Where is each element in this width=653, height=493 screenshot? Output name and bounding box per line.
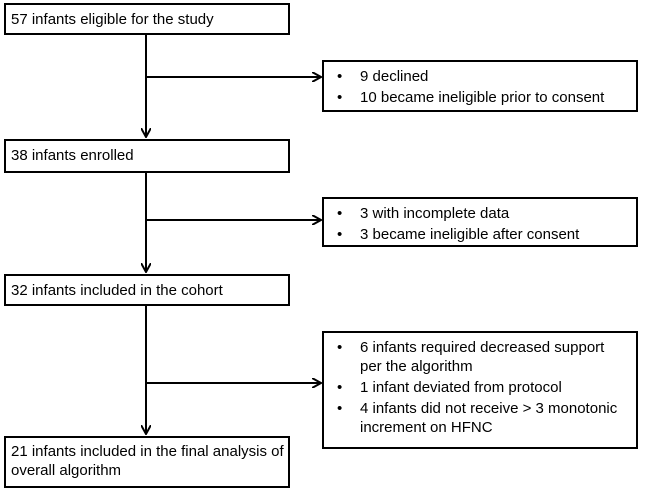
- exclusions-box-1: •9 declined •10 became ineligible prior …: [322, 60, 638, 112]
- exclusions-list-2: •3 with incomplete data •3 became inelig…: [324, 204, 630, 244]
- bullet: •: [337, 339, 343, 356]
- exclusions-box-2: •3 with incomplete data •3 became inelig…: [322, 197, 638, 247]
- final-box: 21 infants included in the final analysi…: [4, 436, 290, 488]
- list-item: •10 became ineligible prior to consent: [337, 89, 605, 106]
- cohort-box: 32 infants included in the cohort: [4, 274, 290, 306]
- bullet: •: [337, 400, 343, 417]
- bullet: •: [337, 68, 343, 85]
- bullet: •: [337, 89, 343, 106]
- eligible-text: 57 infants eligible for the study: [11, 11, 214, 28]
- list-item: •4 infants did not receive > 3 monotonic…: [337, 400, 618, 436]
- bullet: •: [337, 226, 343, 243]
- list-item: •3 became ineligible after consent: [337, 226, 580, 243]
- final-text: 21 infants included in the final analysi…: [11, 443, 284, 479]
- eligible-box: 57 infants eligible for the study: [4, 3, 290, 35]
- enrolled-box: 38 infants enrolled: [4, 139, 290, 173]
- exclusions-list-1: •9 declined •10 became ineligible prior …: [324, 67, 630, 107]
- enrolled-text: 38 infants enrolled: [11, 147, 134, 164]
- list-item: •6 infants required decreased support pe…: [337, 339, 605, 375]
- exclusions-list-3: •6 infants required decreased support pe…: [324, 338, 630, 437]
- bullet: •: [337, 205, 343, 222]
- list-item: •9 declined: [337, 68, 429, 85]
- exclusions-box-3: •6 infants required decreased support pe…: [322, 331, 638, 449]
- list-item: •3 with incomplete data: [337, 205, 510, 222]
- list-item: •1 infant deviated from protocol: [337, 379, 562, 396]
- cohort-text: 32 infants included in the cohort: [11, 282, 223, 299]
- bullet: •: [337, 379, 343, 396]
